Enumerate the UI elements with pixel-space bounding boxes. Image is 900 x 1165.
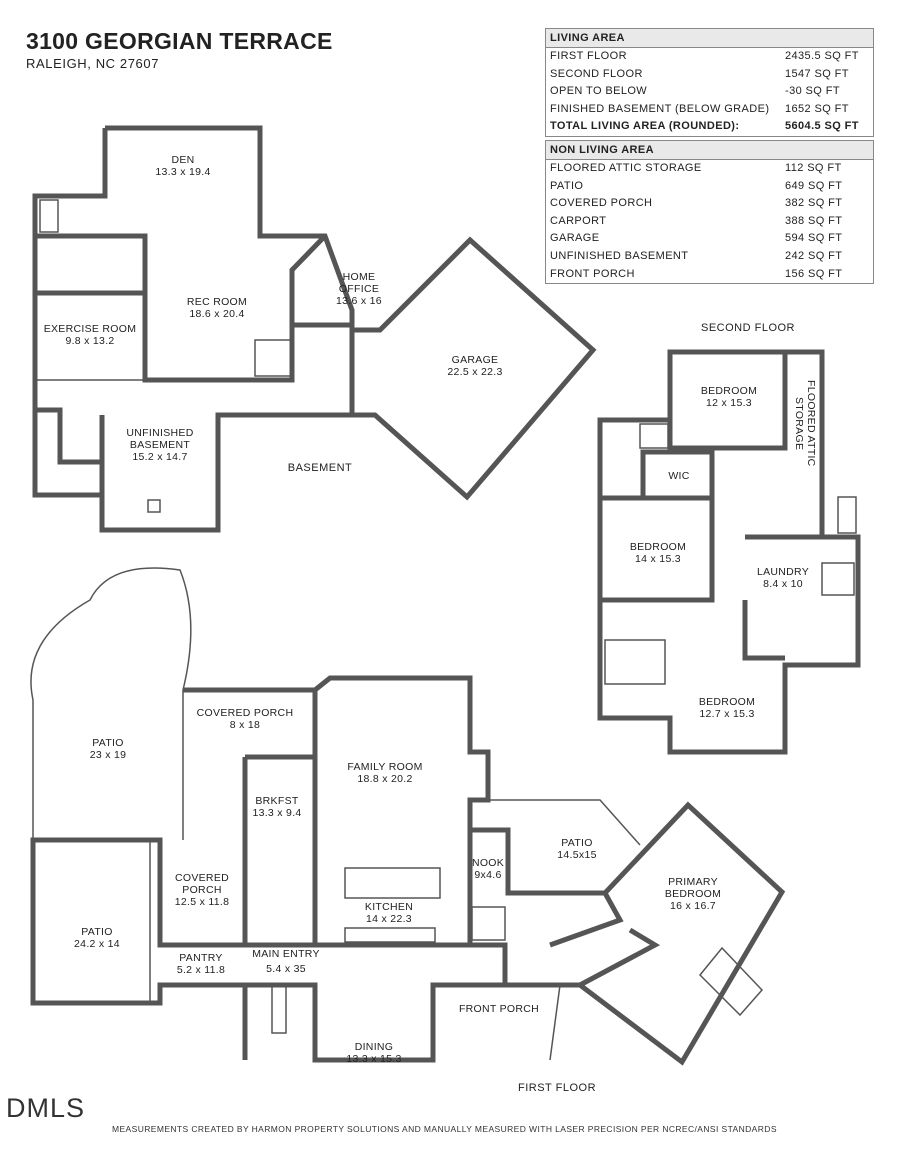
table-row: OPEN TO BELOW-30 SQ FT	[550, 85, 840, 98]
shower-icon	[821, 562, 855, 596]
laundry-wall	[742, 534, 822, 661]
property-address: 3100 GEORGIAN TERRACE	[26, 28, 333, 54]
non-living-area-heading: NON LIVING AREA	[546, 141, 873, 160]
tub-icon	[837, 496, 857, 534]
dmls-logo: DMLS	[6, 1093, 86, 1123]
living-area-heading: LIVING AREA	[546, 29, 873, 48]
rec-room-wall	[35, 233, 327, 383]
front-porch-outline	[505, 984, 561, 1061]
floor-label-first: FIRST FLOOR	[517, 1082, 597, 1094]
basement-lower-wall	[99, 412, 375, 533]
stairs-icon	[271, 984, 287, 1034]
floor-label-basement: BASEMENT	[287, 462, 353, 474]
shower-icon	[471, 906, 506, 941]
patio-small-outline	[33, 839, 151, 1004]
measurement-disclaimer: MEASUREMENTS CREATED BY HARMON PROPERTY …	[112, 1124, 777, 1134]
property-city: RALEIGH, NC 27607	[26, 56, 160, 71]
fixture-icon	[147, 499, 161, 513]
floor-label-second: SECOND FLOOR	[700, 322, 796, 334]
bedroom-top-wall	[667, 352, 788, 451]
kitchen-island	[344, 867, 441, 899]
room-front-porch: FRONT PORCH	[458, 1003, 540, 1015]
tub-icon	[698, 946, 764, 1017]
counter	[344, 927, 436, 943]
den-wall	[32, 128, 108, 498]
tub-icon	[39, 199, 59, 233]
entry-wall	[245, 942, 508, 985]
patio-mid-outline	[488, 799, 641, 846]
wic-wall	[640, 449, 715, 501]
shower-icon	[639, 423, 669, 449]
brkfst-wall	[242, 754, 315, 945]
shower-icon	[254, 339, 292, 377]
table-row: FINISHED BASEMENT (BELOW GRADE)1652 SQ F…	[550, 102, 849, 115]
room-floored-attic: FLOORED ATTIC STORAGE	[793, 380, 817, 467]
primary-wall	[549, 890, 661, 988]
total-row: TOTAL LIVING AREA (ROUNDED):5604.5 SQ FT	[550, 120, 859, 133]
stairs-icon	[604, 639, 666, 685]
room-wic: WIC	[668, 470, 690, 482]
patio-curve	[30, 567, 192, 840]
